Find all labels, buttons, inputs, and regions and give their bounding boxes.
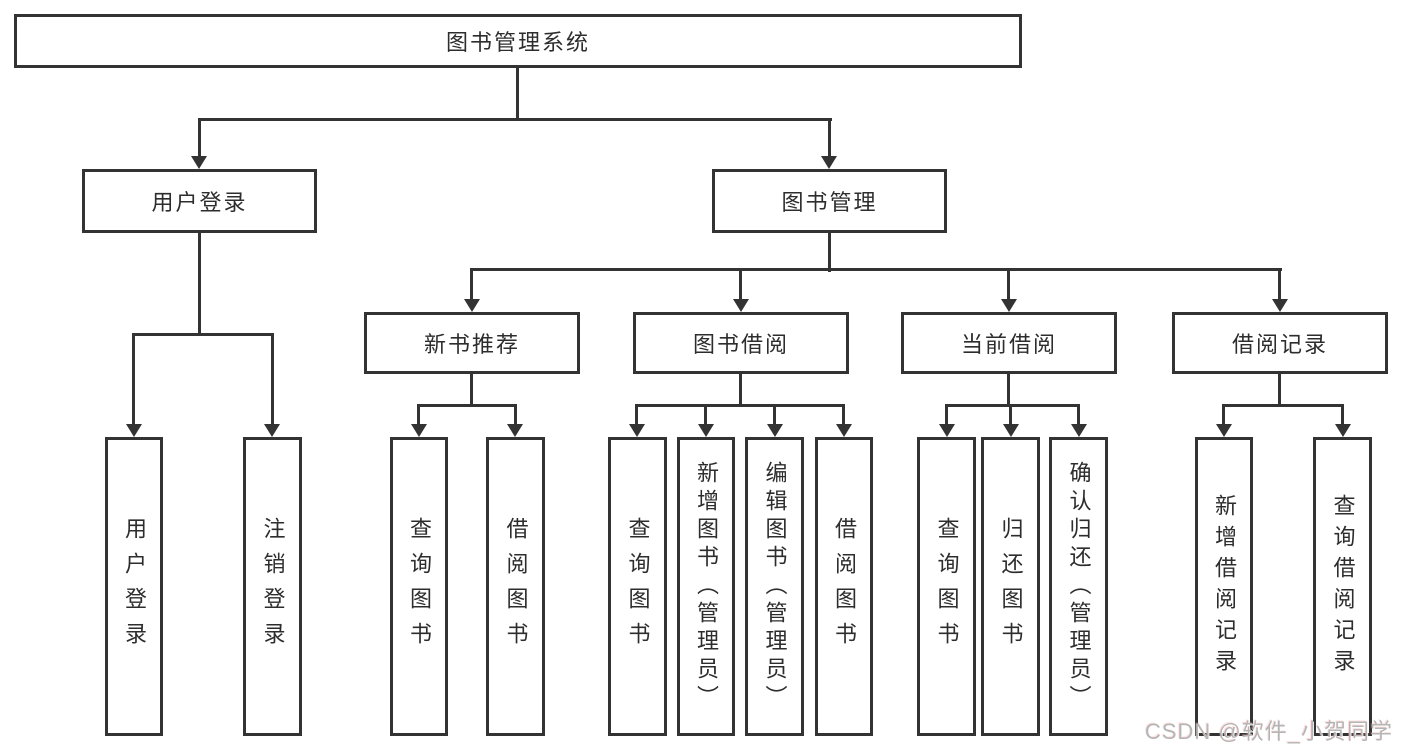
connector-line: [132, 333, 273, 336]
arrow-head: [629, 424, 645, 437]
connector-line: [271, 333, 274, 426]
node-label: 查询图书: [407, 516, 432, 657]
arrow-head: [264, 424, 280, 437]
connector-line: [828, 118, 831, 158]
arrow-head: [1001, 299, 1017, 312]
arrow-head: [767, 424, 783, 437]
arrow-head: [821, 156, 837, 169]
leaf-confirm-return-admin: 确认归还（管理员）: [1049, 437, 1108, 736]
arrow-head: [939, 424, 955, 437]
node-borrow-records: 借阅记录: [1172, 312, 1388, 374]
arrow-head: [507, 424, 523, 437]
node-label: 确认归还（管理员）: [1066, 460, 1092, 713]
arrow-head: [1071, 424, 1087, 437]
connector-line: [514, 404, 517, 426]
node-book-management: 图书管理: [712, 169, 947, 233]
leaf-query-books-current: 查询图书: [917, 437, 976, 736]
leaf-query-books-recommend: 查询图书: [390, 437, 448, 736]
connector-line: [1007, 268, 1010, 301]
arrow-head: [1272, 299, 1288, 312]
leaf-query-books-borrowing: 查询图书: [608, 437, 667, 736]
node-label: 新增借阅记录: [1212, 493, 1237, 680]
connector-line: [635, 404, 638, 426]
connector-line: [417, 404, 517, 407]
arrow-head: [733, 299, 749, 312]
node-label: 借阅图书: [832, 516, 857, 657]
connector-line: [470, 268, 473, 301]
arrow-head: [836, 424, 852, 437]
connector-line: [1222, 404, 1225, 426]
connector-line: [417, 404, 420, 426]
connector-line: [1341, 404, 1344, 426]
leaf-user-login: 用户登录: [105, 437, 163, 736]
connector-line: [704, 404, 707, 426]
node-new-book-recommend: 新书推荐: [364, 312, 580, 374]
connector-line: [828, 233, 831, 272]
node-library-management-system: 图书管理系统: [14, 14, 1022, 68]
arrow-head: [698, 424, 714, 437]
csdn-watermark: CSDN @软件_小贺同学: [1144, 719, 1393, 744]
node-label: 查询图书: [934, 516, 960, 657]
leaf-add-borrow-record: 新增借阅记录: [1195, 437, 1253, 736]
connector-line: [739, 374, 742, 407]
node-label: 用户登录: [122, 516, 147, 657]
connector-line: [132, 333, 135, 426]
arrow-head: [1003, 424, 1019, 437]
arrow-head: [1216, 424, 1232, 437]
connector-line: [198, 118, 201, 158]
arrow-head: [1335, 424, 1351, 437]
node-label: 归还图书: [998, 516, 1024, 657]
connector-line: [635, 404, 845, 407]
node-current-borrowing: 当前借阅: [901, 312, 1117, 374]
connector-line: [945, 404, 948, 426]
arrow-head: [464, 299, 480, 312]
connector-line: [198, 118, 832, 121]
node-label: 查询借阅记录: [1330, 493, 1356, 680]
connector-line: [1077, 404, 1080, 426]
arrow-head: [191, 156, 207, 169]
connector-line: [1278, 268, 1281, 301]
connector-line: [516, 68, 519, 121]
leaf-edit-book-admin: 编辑图书（管理员）: [745, 437, 804, 736]
node-label: 用户登录: [151, 190, 248, 215]
arrow-head: [411, 424, 427, 437]
connector-line: [1009, 404, 1012, 426]
connector-line: [1007, 374, 1010, 407]
node-book-borrowing: 图书借阅: [633, 312, 849, 374]
leaf-borrow-books-recommend: 借阅图书: [486, 437, 545, 736]
leaf-return-book: 归还图书: [981, 437, 1040, 736]
node-label: 查询图书: [625, 516, 651, 657]
node-label: 借阅记录: [1231, 332, 1328, 357]
connector-line: [198, 233, 201, 336]
node-label: 借阅图书: [503, 516, 529, 657]
connector-line: [773, 404, 776, 426]
connector-line: [470, 374, 473, 407]
node-label: 图书管理系统: [445, 30, 590, 55]
connector-line: [1278, 374, 1281, 407]
node-label: 新书推荐: [423, 332, 520, 357]
node-label: 编辑图书（管理员）: [762, 460, 788, 713]
arrow-head: [126, 424, 142, 437]
node-label: 当前借阅: [960, 332, 1057, 357]
node-label: 图书借阅: [692, 332, 789, 357]
connector-line: [945, 404, 1080, 407]
connector-line: [470, 268, 1282, 271]
leaf-query-borrow-record: 查询借阅记录: [1313, 437, 1372, 736]
node-label: 新增图书（管理员）: [694, 460, 719, 713]
node-label: 注销登录: [260, 516, 286, 657]
connector-line: [842, 404, 845, 426]
node-user-login: 用户登录: [82, 169, 317, 233]
node-label: 图书管理: [781, 190, 878, 215]
connector-line: [1222, 404, 1343, 407]
leaf-logout: 注销登录: [243, 437, 302, 736]
connector-line: [739, 268, 742, 301]
leaf-add-book-admin: 新增图书（管理员）: [677, 437, 735, 736]
leaf-borrow-books-borrowing: 借阅图书: [815, 437, 873, 736]
